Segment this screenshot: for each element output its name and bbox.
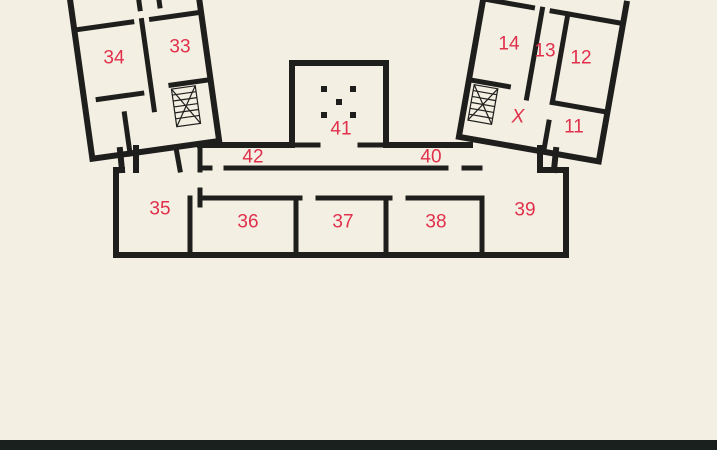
column-dot xyxy=(321,112,327,118)
room-label-13: 13 xyxy=(534,41,555,62)
column-dot xyxy=(350,112,356,118)
room-label-41: 41 xyxy=(330,119,351,140)
bottom-border-band xyxy=(0,440,717,450)
room-label-37: 37 xyxy=(332,212,353,233)
room-label-x: X xyxy=(511,107,526,128)
upper-corridor xyxy=(197,142,483,171)
room-label-42: 42 xyxy=(242,147,263,168)
staircase-icon xyxy=(170,85,202,128)
central-tower xyxy=(289,60,389,148)
left-wing xyxy=(66,0,223,163)
right-wing xyxy=(455,0,631,165)
room-label-36: 36 xyxy=(237,212,258,233)
staircase-icon xyxy=(467,83,499,125)
room-label-12: 12 xyxy=(570,48,591,69)
column-dot xyxy=(350,86,356,92)
room-label-35: 35 xyxy=(149,199,170,220)
room-label-11: 11 xyxy=(564,117,584,138)
column-dot xyxy=(321,86,327,92)
main-block xyxy=(113,167,569,258)
room-label-40: 40 xyxy=(420,147,441,168)
room-label-33: 33 xyxy=(169,37,190,58)
room-label-39: 39 xyxy=(514,200,535,221)
room-label-14: 14 xyxy=(498,34,520,55)
room-label-34: 34 xyxy=(103,48,125,69)
column-dot xyxy=(336,99,342,105)
room-labels: 34 33 14 13 12 X 11 41 42 40 35 36 37 38… xyxy=(103,34,591,233)
room-label-38: 38 xyxy=(425,212,446,233)
